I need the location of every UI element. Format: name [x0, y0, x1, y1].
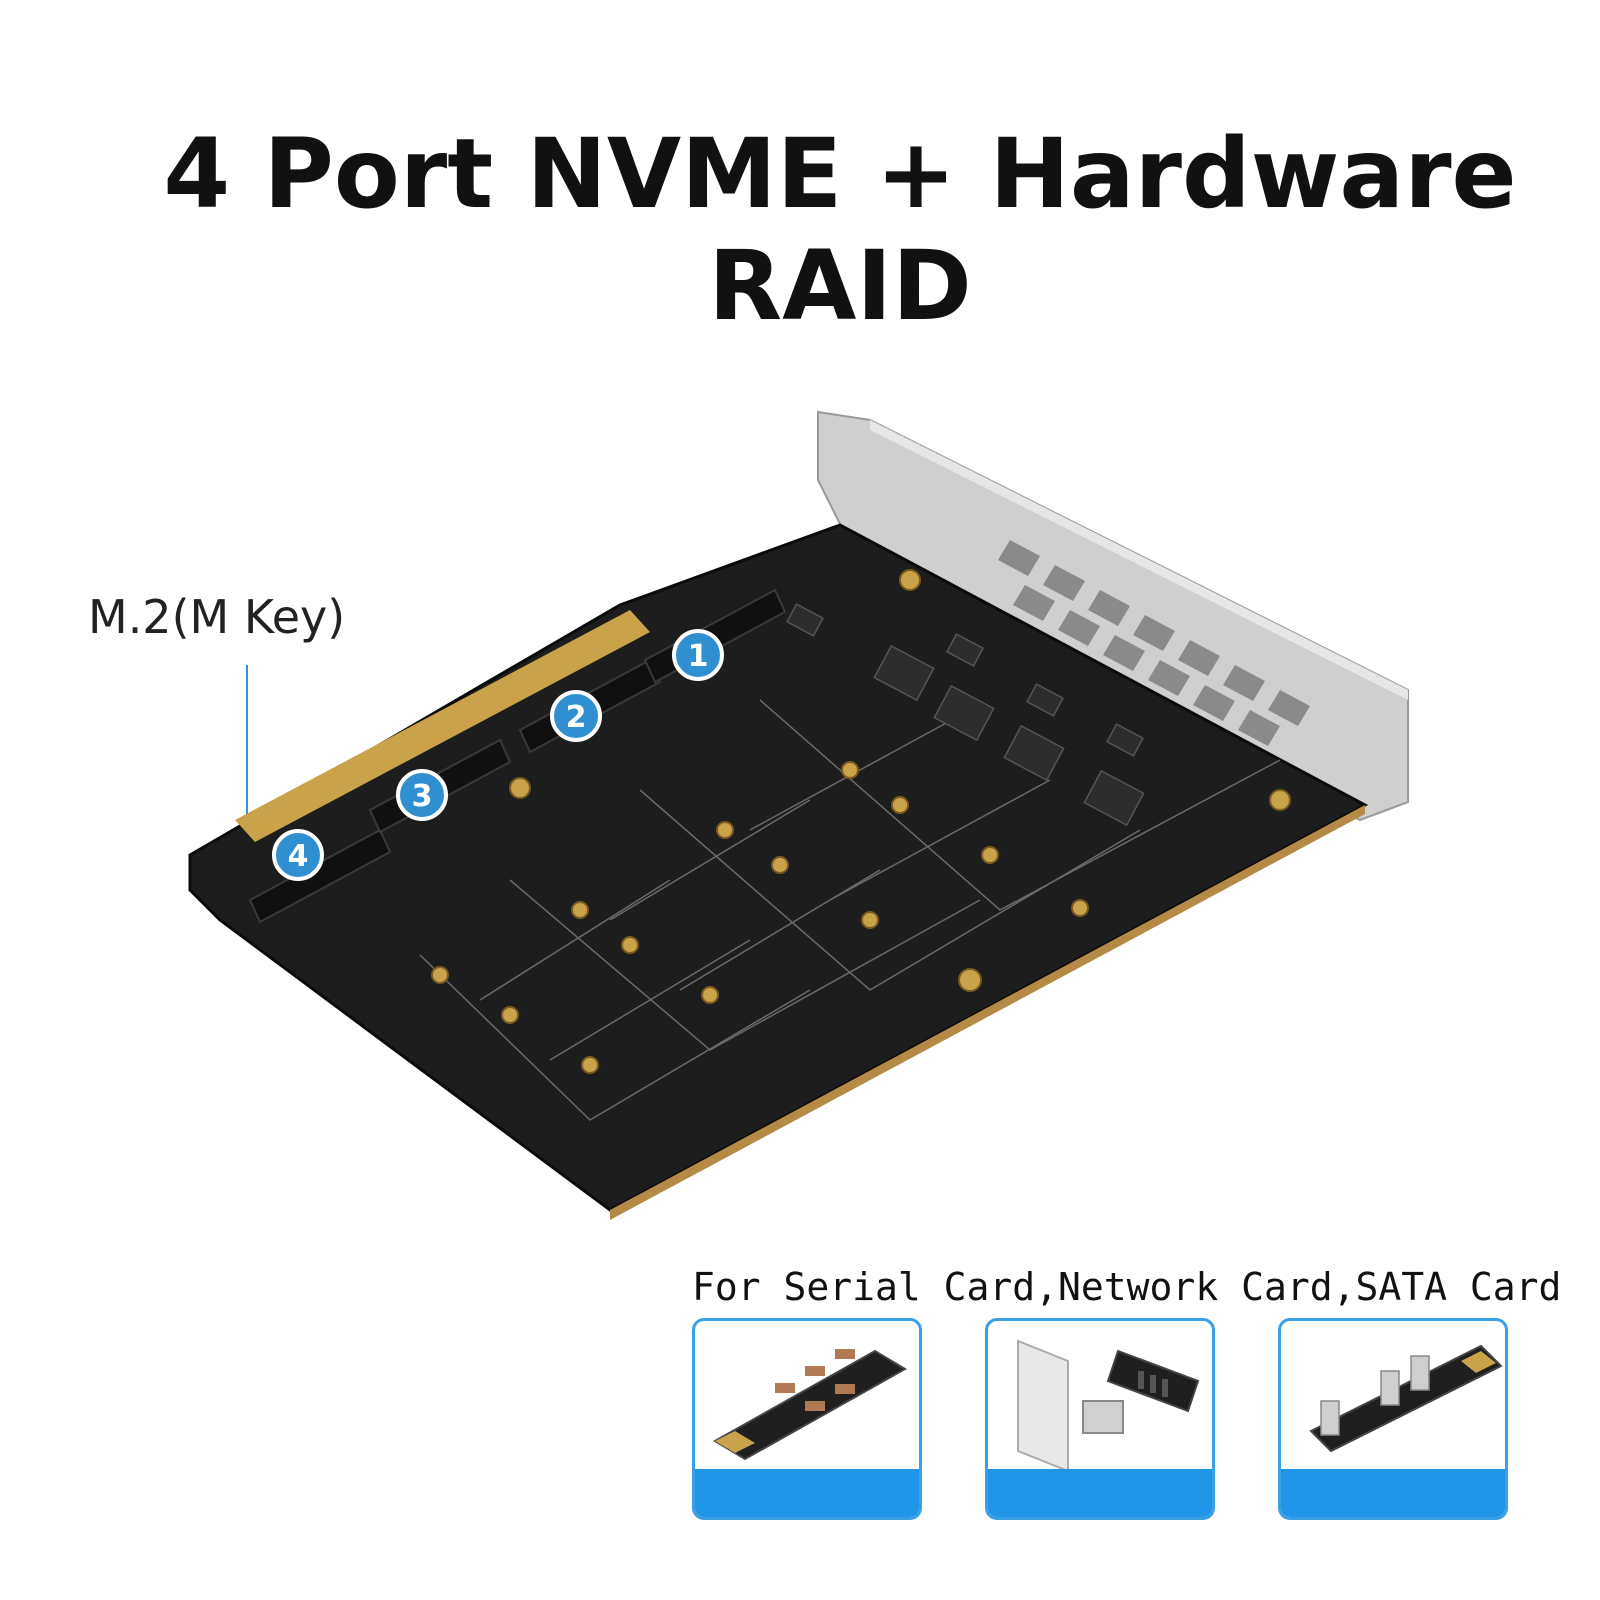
svg-text:3: 3 — [412, 779, 433, 814]
thumbnail-strip — [1281, 1469, 1505, 1517]
port-badge-4: 4 — [272, 829, 324, 881]
port-badge-2: 2 — [550, 690, 602, 742]
sata-card-thumbnail — [1278, 1318, 1508, 1520]
port-badge-1: 1 — [672, 629, 724, 681]
pci-bracket — [817, 410, 1409, 822]
svg-text:1: 1 — [688, 639, 709, 674]
sata-card-icon — [1309, 1344, 1503, 1453]
compatibility-caption: For Serial Card,Network Card,SATA Card — [692, 1265, 1562, 1309]
thumbnail-strip — [988, 1469, 1212, 1517]
svg-text:2: 2 — [566, 700, 587, 735]
nvme-raid-card-illustration: 1 2 3 4 — [188, 410, 1409, 1220]
port-badge-3: 3 — [396, 769, 448, 821]
thumbnail-strip — [695, 1469, 919, 1517]
network-card-thumbnail — [985, 1318, 1215, 1520]
connector-leader-line — [246, 665, 248, 843]
serial-card-thumbnail — [692, 1318, 922, 1520]
svg-text:4: 4 — [288, 839, 309, 874]
serial-card-icon — [713, 1349, 907, 1461]
network-card-icon — [1017, 1339, 1200, 1473]
m2-connector-label: M.2(M Key) — [88, 590, 346, 644]
page-title: 4 Port NVME + Hardware RAID — [163, 118, 1517, 342]
